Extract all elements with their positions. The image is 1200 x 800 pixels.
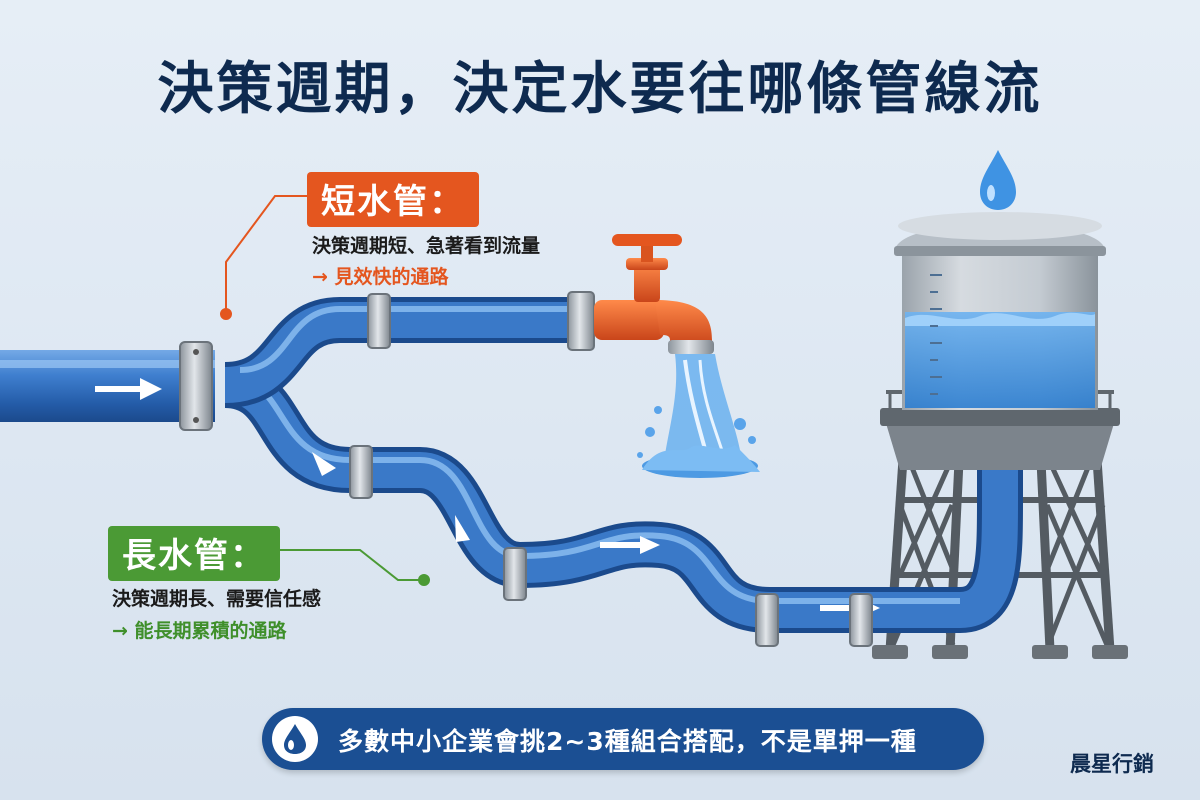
short-pipe-label: 短水管：	[307, 172, 479, 227]
long-pipe-description: 決策週期長、需要信任感	[112, 588, 322, 610]
water-drop-icon	[980, 150, 1016, 210]
flow-arrow-long-2	[455, 515, 470, 542]
long-pipe-result: → 能長期累積的通路	[112, 620, 287, 642]
summary-banner: 多數中小企業會挑2~3種組合搭配，不是單押一種	[262, 708, 984, 770]
brand-label: 晨星行銷	[1070, 752, 1154, 776]
faucet	[594, 234, 714, 354]
callout-line-long	[238, 549, 430, 586]
short-pipe-description: 決策週期短、急著看到流量	[312, 235, 541, 257]
banner-water-drop-icon	[272, 716, 318, 762]
callout-line-short	[220, 195, 307, 320]
tower-feet	[872, 645, 1128, 659]
water-tower	[880, 212, 1120, 470]
page-title: 決策週期，決定水要往哪條管線流	[157, 57, 1043, 122]
flow-arrow-long-1	[312, 452, 336, 476]
water-stream	[637, 354, 760, 478]
flow-arrow-long-3	[600, 536, 660, 554]
flow-arrow-main	[95, 378, 162, 400]
banner-text: 多數中小企業會挑2~3種組合搭配，不是單押一種	[338, 727, 917, 756]
long-pipe-label: 長水管：	[108, 526, 280, 581]
short-pipe-result: → 見效快的通路	[312, 266, 449, 288]
